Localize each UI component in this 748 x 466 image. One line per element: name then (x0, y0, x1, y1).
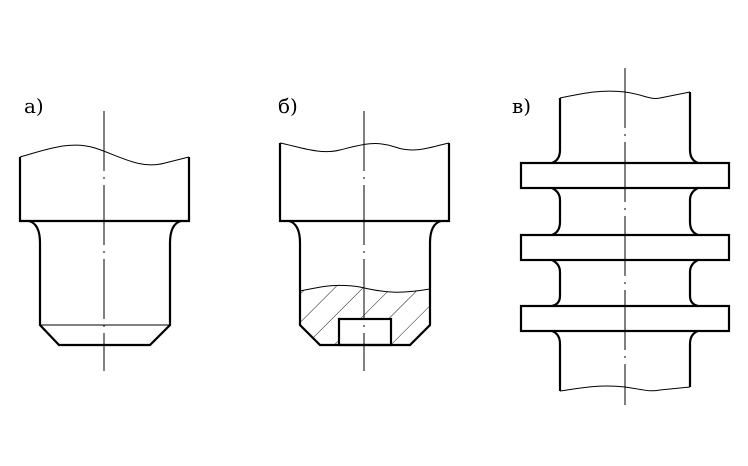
figure-v-part (519, 68, 731, 405)
shaft-left (551, 98, 562, 391)
shaft-right (688, 92, 699, 387)
neck-outline (28, 219, 182, 347)
break-line (19, 144, 190, 166)
figure-label-b: б) (278, 94, 298, 118)
figure-label-v: в) (512, 94, 532, 118)
section-hatch (300, 285, 430, 345)
figure-label-a: а) (24, 94, 44, 118)
figure-a-part (18, 111, 191, 371)
insert-rect (337, 317, 393, 347)
break-line (279, 142, 450, 153)
figure-b-part (278, 111, 451, 371)
section-break-line (299, 284, 431, 293)
